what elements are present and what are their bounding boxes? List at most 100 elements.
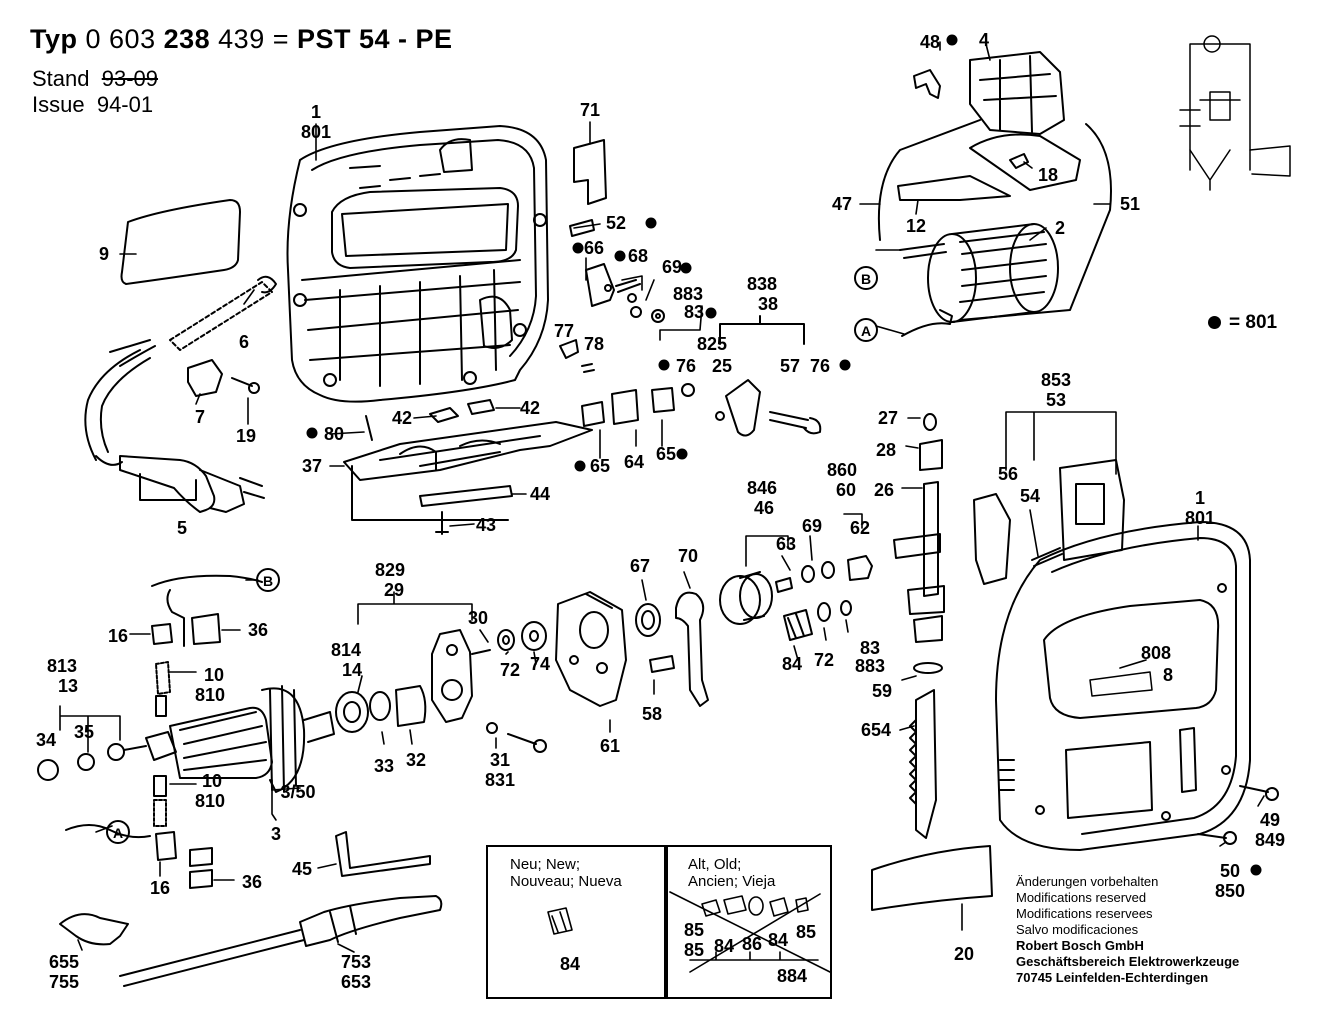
part-label: 654 xyxy=(861,720,891,740)
type-label-part xyxy=(871,845,993,911)
bullet-icon xyxy=(1208,316,1221,330)
box-part-label: 85 xyxy=(684,920,704,940)
part-label: 76 xyxy=(810,356,830,376)
part-label: 54 xyxy=(1020,486,1040,506)
ref-letter: A xyxy=(861,323,871,339)
part-label: 70 xyxy=(678,546,698,566)
screws-49-50 xyxy=(1197,785,1279,845)
company-name: Robert Bosch GmbH xyxy=(1016,938,1144,953)
part-label: 52 xyxy=(606,213,626,233)
part-label: 814 xyxy=(331,640,361,660)
part-label: 829 xyxy=(375,560,405,580)
stand-line: Stand 93-09 xyxy=(32,66,159,91)
part-label: 18 xyxy=(1038,165,1058,185)
cover-plate-part xyxy=(573,139,607,205)
part-label: 810 xyxy=(195,791,225,811)
new-box-caption: Neu; New;Nouveau; Nueva xyxy=(510,856,622,890)
company-division: Geschäftsbereich Elektrowerkzeuge xyxy=(1016,954,1240,969)
seal-ring-67 xyxy=(635,603,661,637)
part-label: 83 xyxy=(860,638,880,658)
motor-wires-part xyxy=(877,119,1112,321)
part-label: 808 xyxy=(1141,643,1171,663)
part-label: 38 xyxy=(758,294,778,314)
armature-part xyxy=(37,685,335,793)
part-label: 33 xyxy=(374,756,394,776)
old-parts-drawing xyxy=(547,891,831,973)
cable-clamp-part xyxy=(187,359,223,397)
part-label: 30 xyxy=(468,608,488,628)
part-label: 1 xyxy=(1195,488,1205,508)
part-label: 883 xyxy=(855,656,885,676)
part-label: 50 xyxy=(1220,861,1240,881)
part-label: 25 xyxy=(712,356,732,376)
screw-31 xyxy=(486,722,547,753)
service-markers xyxy=(306,34,1262,876)
motor-field-part xyxy=(899,223,1059,323)
part-label: 801 xyxy=(301,122,331,142)
part-label: 825 xyxy=(697,334,727,354)
part-label: 49 xyxy=(1260,810,1280,830)
part-label: 849 xyxy=(1255,830,1285,850)
part-label: 53 xyxy=(1046,390,1066,410)
part-label: 69 xyxy=(662,257,682,277)
part-label: 801 xyxy=(1185,508,1215,528)
part-label: 883 xyxy=(673,284,703,304)
part-label: 16 xyxy=(108,626,128,646)
guide-56 xyxy=(973,459,1125,585)
switch-assembly-part xyxy=(897,51,1081,201)
part-label: 850 xyxy=(1215,881,1245,901)
type-title: Typ 0 603 238 439 = PST 54 - PE xyxy=(30,24,453,54)
bearing-parts xyxy=(335,685,427,733)
part-label: 32 xyxy=(406,750,426,770)
part-label: 68 xyxy=(628,246,648,266)
part-label: 838 xyxy=(747,274,777,294)
part-label: 72 xyxy=(500,660,520,680)
part-label: 62 xyxy=(850,518,870,538)
part-label: 45 xyxy=(292,859,312,879)
ref-circle-b-upper xyxy=(854,266,878,290)
box-part-label: 84 xyxy=(714,936,734,956)
part-label: 8 xyxy=(1163,665,1173,685)
old-part-box xyxy=(664,845,832,999)
part-label: 755 xyxy=(49,972,79,992)
ref-circle-a-upper xyxy=(854,318,878,342)
part-label: 28 xyxy=(876,440,896,460)
part-label: 860 xyxy=(827,460,857,480)
ref-circle-b-lower xyxy=(256,568,280,592)
box-part-label: 86 xyxy=(742,934,762,954)
ref-letter: A xyxy=(113,825,123,841)
box-part-label: 884 xyxy=(777,966,807,986)
part-label: 44 xyxy=(530,484,550,504)
note-line: Änderungen vorbehalten xyxy=(1016,874,1159,889)
hex-key-part xyxy=(335,831,431,877)
part-label: 2 xyxy=(1055,218,1065,238)
pendulum-parts xyxy=(681,315,822,437)
small-parts-cluster xyxy=(559,219,665,373)
base-plate-part xyxy=(343,421,593,521)
part-label: 653 xyxy=(341,972,371,992)
part-label: 72 xyxy=(814,650,834,670)
part-label: 37 xyxy=(302,456,322,476)
washer-parts xyxy=(497,621,547,651)
ref-letter: B xyxy=(861,271,871,287)
legend-801: = 801 xyxy=(1208,312,1277,334)
part-label: 36 xyxy=(248,620,268,640)
motor-wire-a xyxy=(901,309,953,337)
old-box-caption: Alt, Old;Ancien; Vieja xyxy=(688,856,776,890)
housing-shell-right xyxy=(995,521,1251,851)
part-label: 9 xyxy=(99,244,109,264)
part-label: 813 xyxy=(47,656,77,676)
gear-wheel-46 xyxy=(719,555,873,625)
box-part-label: 85 xyxy=(796,922,816,942)
part-label: 5 xyxy=(177,518,187,538)
part-label: 83 xyxy=(684,302,704,322)
note-line: Modifications reserved xyxy=(1016,890,1147,905)
part-label: 74 xyxy=(530,654,550,674)
part-label: 67 xyxy=(630,556,650,576)
shoe-parts xyxy=(365,387,675,535)
note-line: Modifications reservees xyxy=(1016,906,1153,921)
part-label: 46 xyxy=(754,498,774,518)
company-address: 70745 Leinfelden-Echterdingen xyxy=(1016,970,1209,985)
